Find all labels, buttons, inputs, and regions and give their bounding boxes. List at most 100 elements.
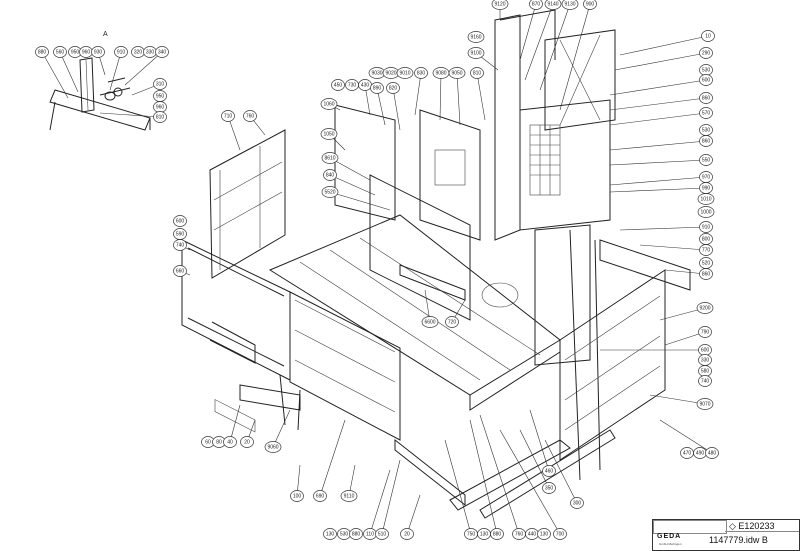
balloon-label: 790 <box>701 330 710 336</box>
leader-line <box>439 72 442 121</box>
balloon-label: 950 <box>156 94 165 100</box>
balloon-label: 110 <box>366 532 374 538</box>
balloon-530: 530 <box>699 124 713 136</box>
leader-line <box>414 72 422 116</box>
leader-line <box>609 79 707 96</box>
balloon-690: 690 <box>313 490 327 502</box>
leader-line <box>519 3 537 61</box>
leader-line <box>479 414 520 535</box>
balloon-9160: 9160 <box>467 31 485 43</box>
balloon-label: 770 <box>702 248 711 254</box>
leader-line <box>406 494 421 535</box>
balloon-label: 900 <box>586 2 595 8</box>
detail-a-view <box>49 57 151 131</box>
balloon-880: 880 <box>35 46 49 58</box>
balloon-810: 810 <box>470 67 484 79</box>
balloon-label: 960 <box>82 50 91 56</box>
balloon-label: 8610 <box>324 156 335 162</box>
balloon-label: 5520 <box>324 190 335 196</box>
balloon-950: 950 <box>153 90 167 102</box>
balloon-740: 740 <box>698 375 712 387</box>
leader-line <box>456 72 461 126</box>
balloon-label: 6600 <box>424 320 435 326</box>
balloon-880: 880 <box>349 528 363 540</box>
balloon-label: 960 <box>156 105 165 111</box>
balloon-9020: 9020 <box>382 67 400 79</box>
balloon-label: 9010 <box>399 71 410 77</box>
balloon-9200: 9200 <box>696 302 714 314</box>
balloon-label: 880 <box>352 532 361 538</box>
balloon-label: 730 <box>348 83 357 89</box>
balloon-label: 9130 <box>564 2 575 8</box>
balloon-label: 860 <box>702 139 711 145</box>
balloon-label: 700 <box>556 532 565 538</box>
leader-line <box>609 140 707 151</box>
drawing-number: ◇ E120233 <box>725 520 799 532</box>
balloon-330: 330 <box>143 46 157 58</box>
balloon-860: 860 <box>699 268 713 280</box>
balloon-9120: 9120 <box>491 0 509 10</box>
balloon-label: 9100 <box>470 51 481 57</box>
leader-line <box>59 51 79 93</box>
balloon-960: 960 <box>153 101 167 113</box>
balloon-40: 40 <box>223 436 237 448</box>
balloon-label: 340 <box>158 50 167 56</box>
balloon-20: 20 <box>400 528 414 540</box>
leader-line <box>229 404 241 443</box>
balloon-960: 960 <box>79 46 93 58</box>
balloon-820: 820 <box>386 82 400 94</box>
leader-line <box>519 429 550 489</box>
balloon-label: 300 <box>573 501 582 507</box>
balloon-5520: 5520 <box>321 186 339 198</box>
balloon-label: 10 <box>705 34 711 40</box>
leader-line <box>609 112 707 126</box>
balloon-label: 460 <box>545 469 554 475</box>
balloon-label: 510 <box>378 532 387 538</box>
balloon-660: 660 <box>173 265 187 277</box>
balloon-570: 570 <box>699 107 713 119</box>
balloon-label: 1050 <box>323 132 334 138</box>
balloon-910: 910 <box>699 221 713 233</box>
balloon-label: 130 <box>326 532 335 538</box>
balloon-9050: 9050 <box>448 67 466 79</box>
balloon-750: 750 <box>464 528 478 540</box>
leader-line <box>609 176 707 186</box>
leader-line <box>469 419 498 535</box>
balloon-880: 880 <box>490 528 504 540</box>
leader-line <box>381 459 401 535</box>
front-panel <box>239 291 401 441</box>
balloon-label: 310 <box>156 82 165 88</box>
balloon-label: 810 <box>473 71 482 77</box>
leader-line <box>227 115 241 151</box>
leader-line <box>272 409 291 448</box>
balloon-label: 710 <box>224 114 233 120</box>
balloon-600: 600 <box>698 344 712 356</box>
balloon-label: 20 <box>404 532 410 538</box>
balloon-label: 80 <box>216 440 222 446</box>
balloon-520: 520 <box>699 257 713 269</box>
title-block-revision-cells <box>653 520 727 534</box>
balloon-label: 740 <box>701 379 710 385</box>
balloon-label: 9070 <box>699 402 710 408</box>
balloon-label: 990 <box>702 186 711 192</box>
balloon-530: 530 <box>337 528 351 540</box>
balloon-label: 490 <box>696 451 705 457</box>
balloon-910: 910 <box>114 46 128 58</box>
balloon-10: 10 <box>701 30 715 42</box>
leader-line <box>444 439 472 535</box>
balloon-label: 530 <box>340 532 349 538</box>
balloon-label: 880 <box>493 532 502 538</box>
balloon-770: 770 <box>699 244 713 256</box>
balloon-730: 730 <box>345 79 359 91</box>
balloon-530: 530 <box>699 64 713 76</box>
leader-line <box>476 72 486 121</box>
balloon-label: 9110 <box>344 494 355 500</box>
balloon-490: 490 <box>693 447 707 459</box>
file-name: 1147779.idw B <box>709 535 768 545</box>
balloon-1010: 1010 <box>697 193 715 205</box>
leader-line <box>319 419 346 497</box>
balloon-label: 570 <box>702 111 711 117</box>
leader-line <box>329 191 391 211</box>
balloon-label: 740 <box>176 243 185 249</box>
